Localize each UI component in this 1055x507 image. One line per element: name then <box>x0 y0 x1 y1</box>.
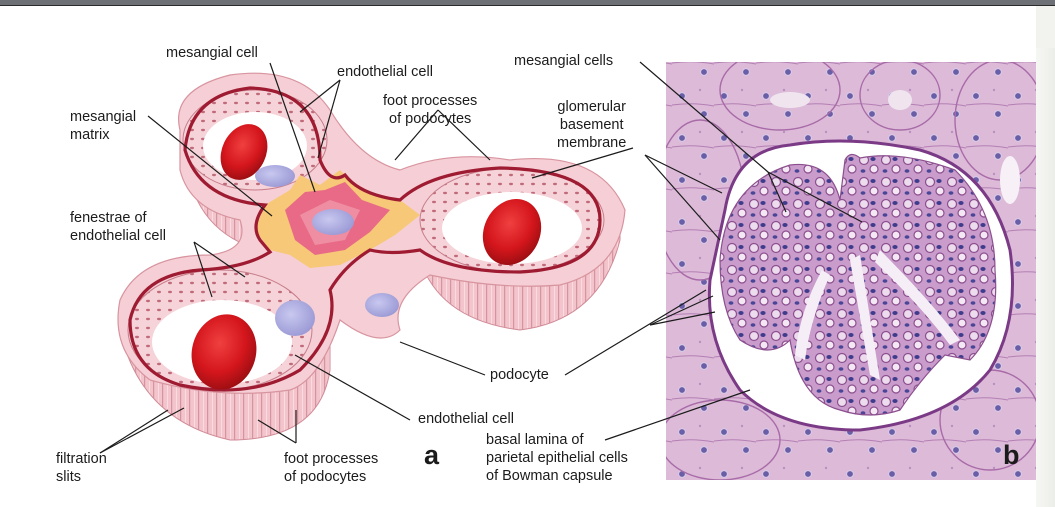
label-basal-lamina-line1: basal lamina of <box>486 432 584 448</box>
endothelial-nucleus <box>255 165 295 187</box>
label-endothelial-cell-bottom: endothelial cell <box>418 411 514 427</box>
label-foot-processes-bottom: foot processes of podocytes <box>284 450 378 486</box>
label-fenestrae: fenestrae of endothelial cell <box>70 209 166 245</box>
leader-lines-b <box>564 61 863 441</box>
label-fenestrae-line1: fenestrae of <box>70 210 147 226</box>
label-glomerular-basement-membrane: glomerular basement membrane <box>557 98 626 152</box>
label-basal-lamina-line2: parietal epithelial cells <box>486 450 628 466</box>
label-basal-lamina: basal lamina of parietal epithelial cell… <box>486 431 628 485</box>
label-mesangial-cell: mesangial cell <box>166 45 258 61</box>
label-gbm-line2: basement <box>559 117 624 133</box>
leader-lines-a <box>99 62 634 454</box>
label-gbm-line1: glomerular <box>557 99 626 115</box>
label-filtration-slits: filtration slits <box>56 450 107 486</box>
label-mesangial-matrix: mesangial matrix <box>70 108 136 144</box>
label-foot-processes-top: foot processes of podocytes <box>383 92 477 128</box>
label-foot-processes-bottom-line1: foot processes <box>284 451 379 467</box>
label-foot-processes-bottom-line2: of podocytes <box>284 469 367 485</box>
label-mesangial-cells: mesangial cells <box>514 53 614 69</box>
panel-letter-b: b <box>1003 440 1020 470</box>
label-fenestrae-line2: endothelial cell <box>70 228 166 244</box>
glomerular-basement-membrane <box>128 86 602 392</box>
label-filtration-slits-line1: filtration <box>56 451 107 467</box>
red-blood-cell <box>191 314 257 390</box>
endothelial-nucleus <box>275 300 315 336</box>
label-basal-lamina-line3: of Bowman capsule <box>486 468 613 484</box>
label-foot-processes-top-line1: foot processes <box>383 93 478 109</box>
label-endothelial-cell-top: endothelial cell <box>337 64 433 80</box>
red-blood-cell <box>482 198 542 266</box>
panel-letter-a: a <box>424 440 440 470</box>
micrograph-image <box>666 62 1036 480</box>
window-top-bar <box>0 0 1055 6</box>
right-margin-strip <box>1036 6 1055 507</box>
label-mesangial-matrix-line1: mesangial <box>70 109 137 125</box>
right-margin-strip-top <box>1036 6 1055 48</box>
mesangium <box>255 170 420 268</box>
mesangial-cell-nucleus <box>312 209 354 235</box>
label-mesangial-matrix-line2: matrix <box>70 127 110 143</box>
label-gbm-line3: membrane <box>557 135 627 151</box>
label-podocyte: podocyte <box>490 367 549 383</box>
label-foot-processes-top-line2: of podocytes <box>389 111 472 127</box>
podocyte-nucleus <box>365 293 399 317</box>
red-blood-cell <box>220 124 268 180</box>
label-filtration-slits-line2: slits <box>56 469 81 485</box>
